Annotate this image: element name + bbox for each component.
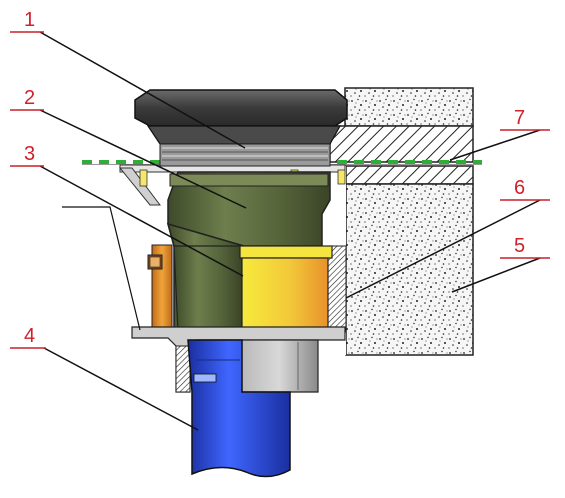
hatched-screed-layer [329,125,474,163]
bottom-flange-sleeve [131,326,346,393]
orange-clamp-ring [147,244,173,334]
blue-outlet-pipe [187,339,291,478]
callout-underlines [10,31,550,349]
sealant-strip [325,245,347,333]
callout-3: 3 [24,143,35,165]
concrete-lower-block [345,183,474,356]
funnel-flange [118,164,346,206]
callout-6: 6 [514,177,525,199]
callout-4: 4 [24,325,35,347]
callout-1: 1 [24,9,35,31]
callout-2: 2 [24,87,35,109]
leader-lines [39,31,541,431]
drain-cover-grate [134,89,348,167]
lower-hatched-slab [345,165,474,185]
callout-5: 5 [514,235,525,257]
concrete-upper-block [344,87,474,127]
callout-7: 7 [514,107,525,129]
yellow-insert-sleeve [239,245,333,333]
gray-pipe-adapter [239,339,319,393]
floor-line-left [62,206,141,331]
